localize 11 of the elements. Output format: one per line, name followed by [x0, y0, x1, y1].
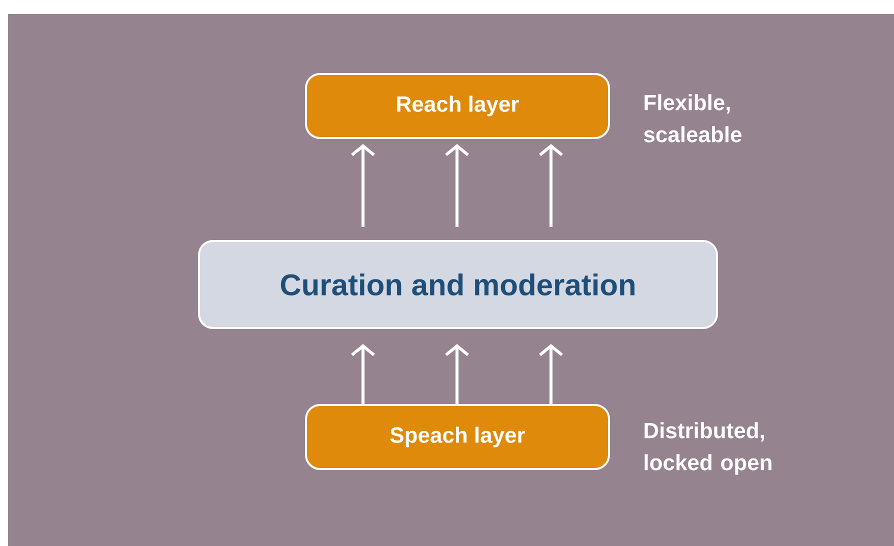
arrow — [445, 344, 469, 404]
layer-box: Speach layer — [305, 404, 610, 470]
arrow — [539, 344, 563, 404]
side-note: Flexible, scaleable — [644, 94, 742, 142]
arrow — [445, 144, 469, 227]
arrow — [351, 344, 375, 404]
side-note: Distributed, locked open — [644, 422, 772, 475]
arrow — [539, 144, 563, 227]
arrow — [351, 144, 375, 227]
layer-box: Reach layer — [305, 73, 610, 139]
process-box: Curation and moderation — [198, 240, 718, 329]
